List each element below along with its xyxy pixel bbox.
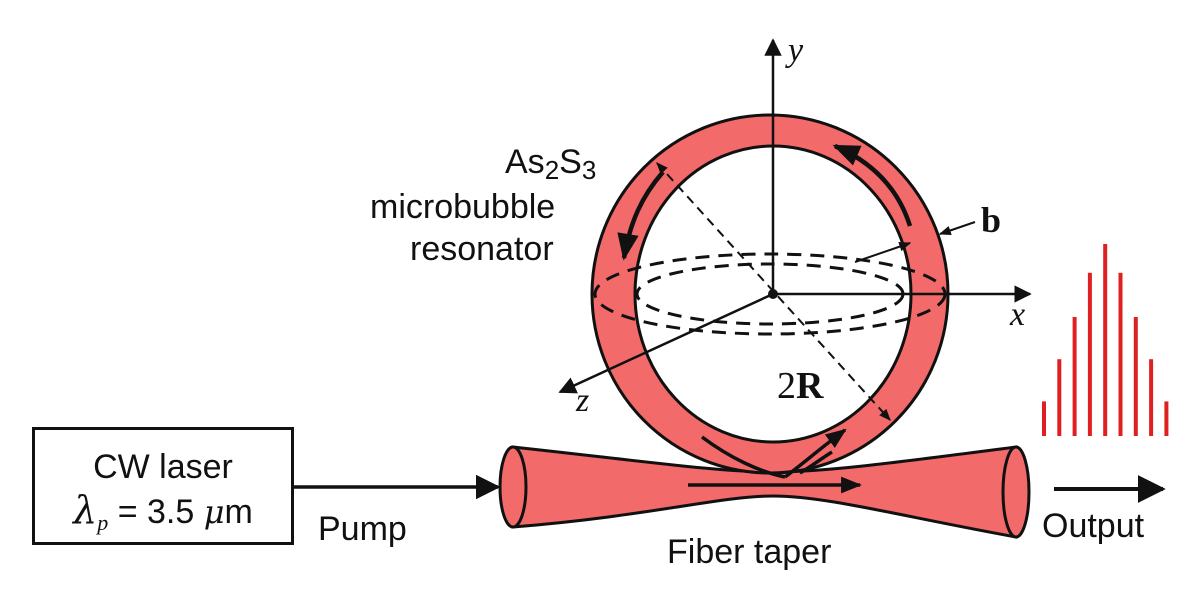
output-comb-spectrum (1042, 244, 1169, 436)
y-axis-label: y (788, 32, 804, 69)
z-axis-label: z (576, 382, 590, 419)
two-r-label: 2R (777, 367, 823, 405)
two-r-number: 2 (777, 365, 796, 407)
coupling-arrows (688, 428, 863, 494)
material-sub-3: 3 (581, 155, 597, 185)
x-axis-label: x (1010, 296, 1026, 333)
thickness-b-label: b (981, 200, 1002, 240)
spectrum-line-4 (1087, 272, 1092, 436)
wavelength-value: = 3.5 (117, 493, 195, 531)
spectrum-line-5 (1103, 244, 1108, 436)
lambda-subscript: p (97, 510, 109, 535)
two-r-letter: R (796, 365, 824, 407)
output-label: Output (1042, 507, 1145, 545)
spectrum-line-3 (1072, 317, 1077, 436)
material-s: S (559, 143, 582, 181)
resonator-label-line3: resonator (410, 230, 554, 268)
wavelength-unit: m (224, 493, 253, 531)
thickness-b-indicator (854, 221, 976, 263)
spectrum-line-6 (1118, 272, 1123, 436)
spectrum-line-2 (1057, 359, 1062, 436)
pump-label: Pump (318, 510, 407, 548)
material-label: As2S3 (505, 145, 596, 183)
spectrum-line-7 (1133, 317, 1138, 436)
fiber-taper-label: Fiber taper (667, 533, 832, 571)
mu-symbol: μ (203, 493, 225, 531)
spectrum-line-8 (1149, 359, 1154, 436)
resonator-label-line2: microbubble (370, 188, 556, 226)
cw-laser-box: CW laser λp = 3.5 μm (32, 427, 294, 545)
spectrum-line-9 (1164, 401, 1169, 436)
laser-wavelength: λp = 3.5 μm (35, 488, 291, 536)
laser-title: CW laser (93, 448, 233, 486)
lambda-symbol: λ (73, 488, 98, 532)
spectrum-line-1 (1042, 401, 1046, 436)
material-as: As (505, 143, 545, 181)
circulating-light-arrows (617, 143, 913, 261)
fiber-taper (498, 445, 1031, 539)
material-sub-2: 2 (544, 155, 560, 185)
diameter-2r-line (656, 162, 891, 421)
